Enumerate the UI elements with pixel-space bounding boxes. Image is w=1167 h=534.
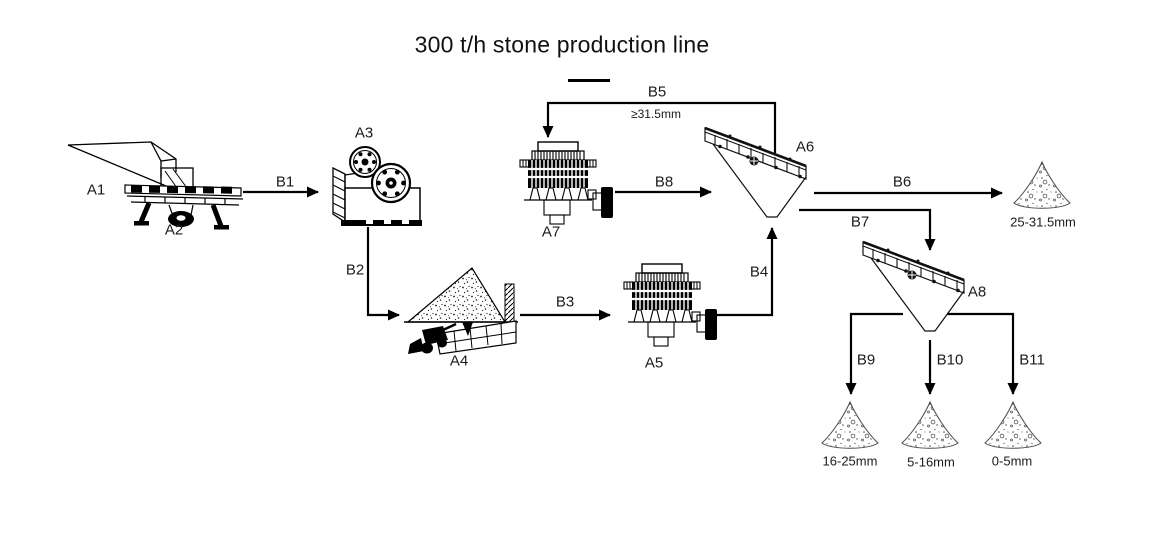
flow-b4-line	[716, 227, 778, 317]
cone-crusher-a5-machine	[612, 262, 717, 354]
flow-b11-line	[947, 312, 1019, 395]
flow-b7-line	[799, 208, 936, 251]
label-b1: B1	[275, 173, 295, 191]
label-output-oversize: 25-31.5mm	[1010, 214, 1076, 230]
label-b7: B7	[850, 213, 870, 231]
stone-pile-medium	[899, 400, 961, 452]
label-a3: A3	[354, 124, 374, 142]
jaw-crusher-machine	[332, 146, 422, 226]
cone-crusher-a7-machine	[508, 140, 613, 232]
title-underline	[568, 79, 610, 82]
label-b10: B10	[936, 351, 964, 369]
stone-pile-large	[819, 400, 881, 452]
vibrating-screen-a8-machine	[858, 237, 973, 342]
label-output-large: 16-25mm	[822, 453, 878, 469]
flow-b9-line	[845, 312, 903, 395]
page-title: 300 t/h stone production line	[414, 31, 710, 58]
label-b9: B9	[856, 351, 876, 369]
label-b11: B11	[1019, 351, 1045, 369]
stockpile-machine	[404, 267, 518, 355]
label-a4: A4	[449, 352, 469, 370]
flow-b5-line	[542, 101, 777, 154]
label-b3: B3	[555, 293, 575, 311]
label-b2: B2	[345, 261, 365, 279]
label-b8: B8	[654, 173, 674, 191]
label-a1: A1	[86, 181, 106, 199]
label-a6: A6	[795, 138, 815, 156]
stone-pile-oversize	[1011, 160, 1073, 212]
stone-pile-fine	[982, 400, 1044, 452]
label-b6: B6	[892, 173, 912, 191]
label-b5: B5	[647, 83, 667, 101]
label-a7: A7	[541, 223, 561, 241]
label-b5-size-note: ≥31.5mm	[631, 107, 681, 121]
vibrating-feeder-machine	[67, 141, 244, 230]
label-a2: A2	[164, 221, 184, 239]
label-output-fine: 0-5mm	[991, 453, 1033, 469]
label-b4: B4	[749, 263, 769, 281]
label-output-medium: 5-16mm	[907, 454, 955, 470]
flow-b2-line	[366, 227, 400, 321]
label-a8: A8	[967, 283, 987, 301]
label-a5: A5	[644, 354, 664, 372]
